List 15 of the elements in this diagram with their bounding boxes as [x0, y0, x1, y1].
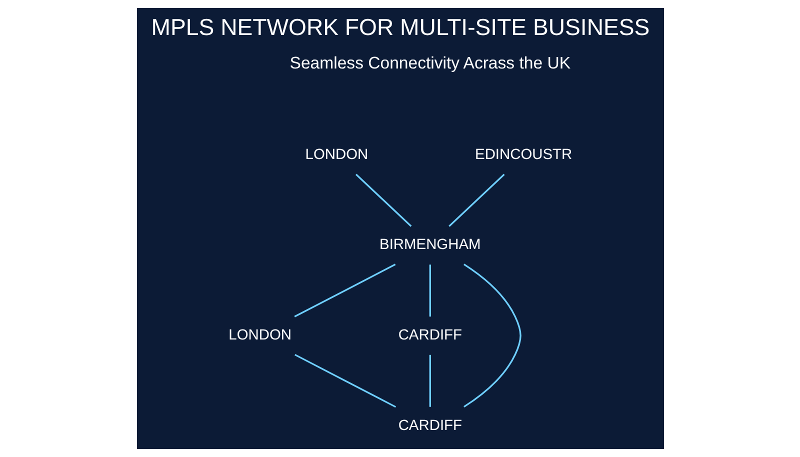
- connector: [463, 264, 521, 408]
- connector: [428, 354, 430, 407]
- connector: [355, 174, 412, 227]
- connector: [448, 174, 504, 227]
- connector: [294, 264, 396, 318]
- node-text: CARDIFF: [398, 327, 462, 344]
- diagram-title: MPLS NETWORK FOR MULTI-SITE BUSINESS: [150, 14, 650, 40]
- node-text: CARDIFF: [398, 418, 462, 434]
- node-text: LONDON: [228, 327, 292, 344]
- connector: [294, 354, 396, 408]
- label: Seamless Connectivity Acrass the UK: [289, 54, 570, 73]
- connector: [428, 264, 430, 317]
- node-text: EDINCOUSTR: [474, 146, 572, 163]
- node-text: LONDON: [304, 146, 368, 163]
- node-text: BIRMENGHAM: [379, 237, 480, 254]
